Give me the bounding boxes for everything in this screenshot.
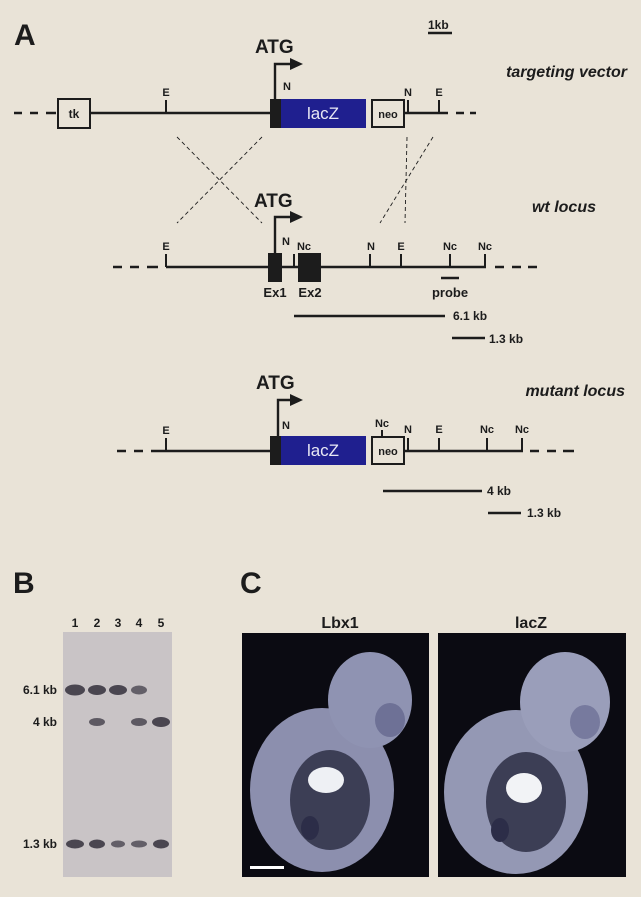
tk-box — [57, 98, 91, 129]
fragment-label: 1.3 kb — [489, 332, 523, 346]
atg-label: ATG — [255, 37, 294, 58]
tk-label: tk — [69, 107, 80, 121]
embryo-label-lbx1: Lbx1 — [321, 615, 358, 632]
panel-label-b: B — [13, 567, 35, 600]
promoter-arrow-icon — [273, 62, 292, 99]
mutant-locus: ATG mutant locus E N lacZ Nc neo N E Nc … — [117, 373, 625, 520]
lacz-label: lacZ — [307, 441, 339, 460]
mutant-locus-title: mutant locus — [525, 383, 625, 400]
targeting-vector-title: targeting vector — [506, 64, 628, 81]
targeting-vector: ATG targeting vector tk E N lacZ neo N E — [14, 37, 628, 129]
lane-label: 3 — [115, 616, 122, 630]
site-label: Nc — [478, 241, 492, 253]
bands — [65, 684, 170, 849]
site-label: N — [282, 420, 290, 432]
scale-bar — [250, 866, 284, 869]
site-label: N — [282, 236, 290, 248]
wt-locus-title: wt locus — [532, 199, 596, 216]
promoter-arrow-icon — [273, 215, 292, 253]
lacz-box — [281, 99, 366, 128]
site-label: E — [162, 87, 169, 99]
atg-label: ATG — [256, 373, 295, 394]
panel-label-c: C — [240, 567, 262, 600]
site-label: N — [404, 87, 412, 99]
probe-label: probe — [432, 285, 468, 300]
arrowhead-icon — [290, 211, 303, 223]
exon1-box — [270, 99, 281, 128]
embryo-label-lacz: lacZ — [515, 615, 547, 632]
wt-locus: ATG wt locus E N Nc N E Nc Nc Ex1 Ex2 pr… — [113, 191, 596, 300]
fragment-label: 1.3 kb — [527, 506, 561, 520]
site-label: Nc — [515, 424, 529, 436]
embryo-image-lbx1 — [242, 633, 429, 877]
exon2-box — [298, 253, 321, 282]
site-label: Nc — [480, 424, 494, 436]
neo-box — [371, 99, 405, 128]
exon1-box — [270, 436, 281, 465]
atg-label: ATG — [254, 191, 293, 212]
exon1-label: Ex1 — [263, 285, 286, 300]
site-label: Nc — [297, 241, 311, 253]
site-label: N — [283, 81, 291, 93]
embryo-image-lacz — [438, 633, 626, 877]
recombination-lines — [176, 136, 434, 224]
site-label: N — [404, 424, 412, 436]
arrowhead-icon — [290, 394, 303, 406]
lacz-label: lacZ — [307, 104, 339, 123]
site-label: E — [162, 241, 169, 253]
lacz-box — [281, 436, 366, 465]
arrowhead-icon — [290, 58, 303, 70]
wt-fragments: 6.1 kb 1.3 kb — [294, 309, 523, 346]
lane-label: 5 — [158, 616, 165, 630]
exon1-box — [268, 253, 282, 282]
scale-label: 1kb — [428, 18, 449, 32]
lane-label: 1 — [72, 616, 79, 630]
fragment-label: 4 kb — [487, 484, 511, 498]
lane-label: 2 — [94, 616, 101, 630]
fragment-label: 6.1 kb — [453, 309, 487, 323]
exon2-label: Ex2 — [298, 285, 321, 300]
neo-label: neo — [378, 446, 398, 458]
site-label: E — [162, 425, 169, 437]
site-label: E — [397, 241, 404, 253]
promoter-arrow-icon — [276, 398, 292, 437]
size-label: 1.3 kb — [23, 837, 57, 851]
site-label: E — [435, 87, 442, 99]
site-label: N — [367, 241, 375, 253]
panel-label-a: A — [14, 19, 36, 52]
size-label: 6.1 kb — [23, 683, 57, 697]
blot-membrane — [63, 632, 172, 877]
neo-box — [371, 436, 405, 465]
lane-label: 4 — [136, 616, 143, 630]
size-label: 4 kb — [33, 715, 57, 729]
southern-blot: 1 2 3 4 5 6.1 kb 4 kb 1.3 kb — [23, 616, 172, 877]
site-label: E — [435, 424, 442, 436]
site-label: Nc — [375, 418, 389, 430]
neo-label: neo — [378, 109, 398, 121]
site-label: Nc — [443, 241, 457, 253]
